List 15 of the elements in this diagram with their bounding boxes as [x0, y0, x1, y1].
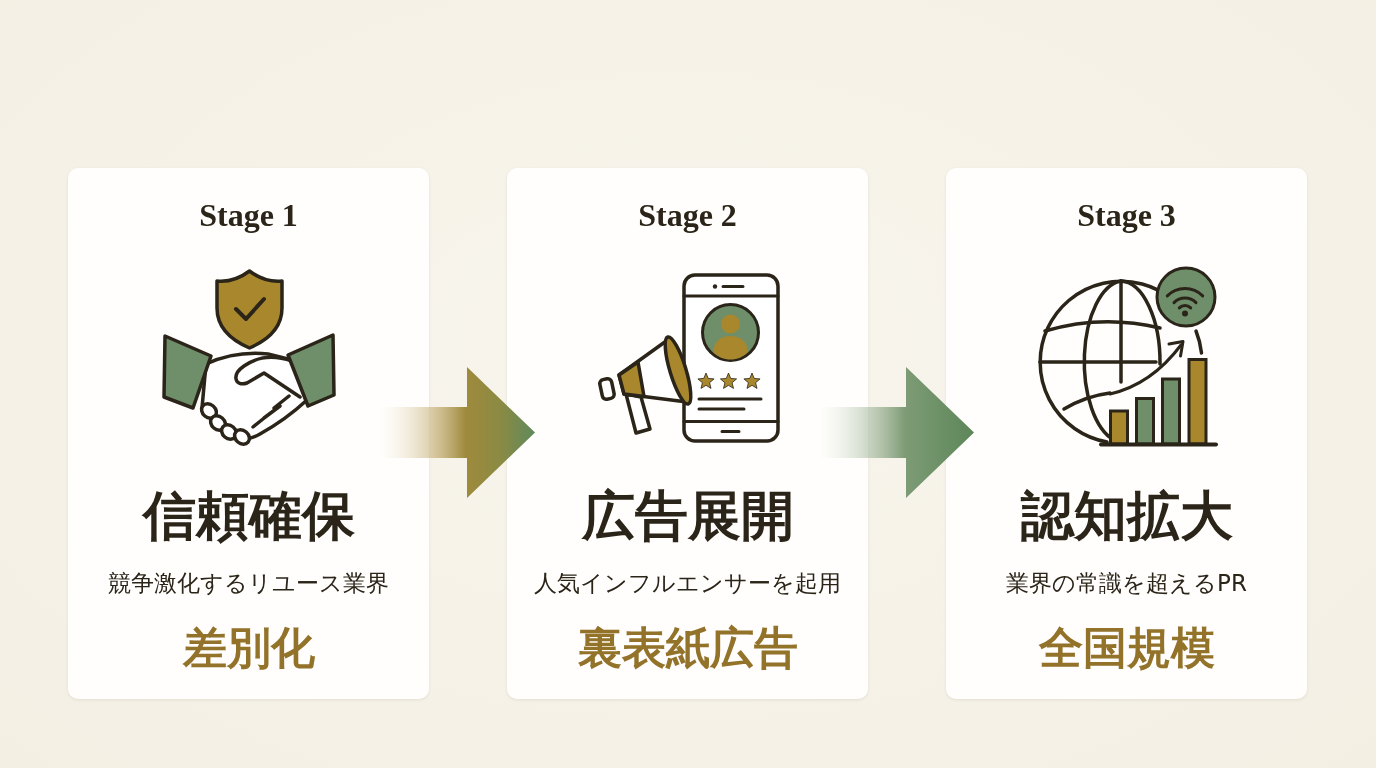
highlight-text: 全国規模 — [1038, 622, 1215, 674]
card-subtitle: 業界の常識を超えるPR — [1006, 569, 1247, 597]
card-title: 認知拡大 — [1020, 484, 1233, 546]
stage-heading: Stage 1 — [199, 196, 298, 234]
card-subtitle: 人気インフルエンサーを起用 — [534, 569, 841, 597]
card-title: 信頼確保 — [142, 484, 355, 546]
stage-card — [946, 168, 1307, 699]
card-title: 広告展開 — [581, 484, 794, 546]
highlight-text: 裏表紙広告 — [577, 622, 798, 674]
stage-heading: Stage 3 — [1077, 196, 1176, 234]
highlight-text: 差別化 — [182, 622, 315, 674]
stage-heading: Stage 2 — [638, 196, 737, 234]
stage-card — [507, 168, 868, 699]
stage-card — [68, 168, 429, 699]
card-subtitle: 競争激化するリユース業界 — [108, 569, 389, 597]
